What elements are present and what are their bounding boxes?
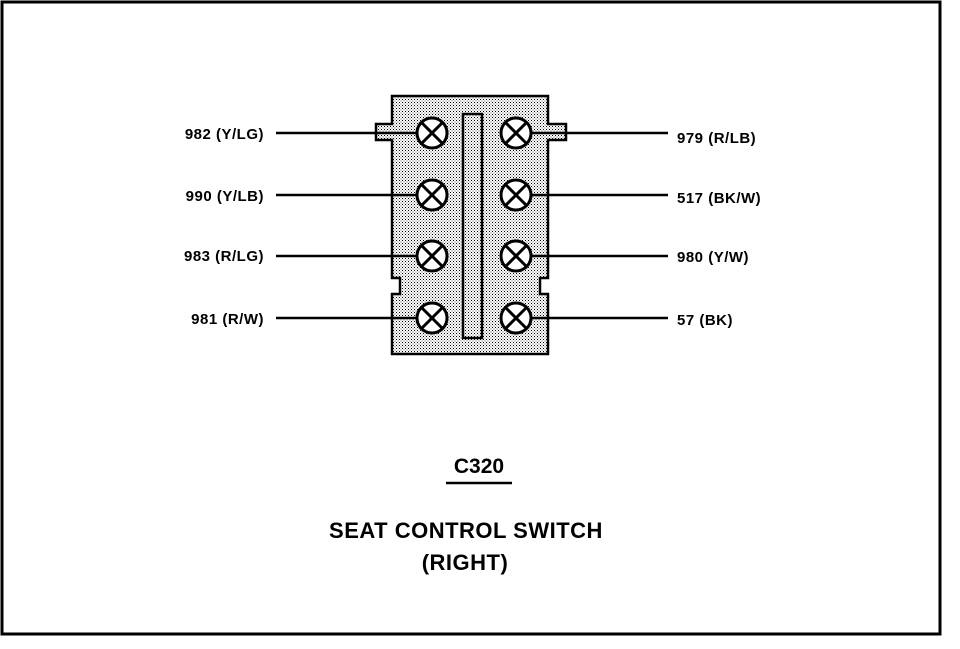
pin-left-1 [415, 116, 449, 150]
connector-key [461, 112, 484, 340]
connector-id: C320 [454, 455, 504, 478]
left-wire-label-4: 981 (R/W) [191, 311, 264, 328]
left-wire-label-3: 983 (R/LG) [184, 248, 264, 265]
right-wire-label-3: 980 (Y/W) [677, 249, 749, 266]
connector-subtitle: (RIGHT) [422, 550, 509, 575]
left-wire-label-2: 990 (Y/LB) [186, 188, 264, 205]
right-wire-label-4: 57 (BK) [677, 312, 733, 329]
connector-title: SEAT CONTROL SWITCH [329, 518, 603, 543]
pin-right-4 [499, 301, 533, 335]
right-wire-label-2: 517 (BK/W) [677, 190, 761, 207]
pin-left-4 [415, 301, 449, 335]
pin-right-2 [499, 178, 533, 212]
left-wire-label-1: 982 (Y/LG) [185, 126, 264, 143]
pin-right-1 [499, 116, 533, 150]
pin-right-3 [499, 239, 533, 273]
right-wire-label-1: 979 (R/LB) [677, 130, 756, 147]
pin-left-3 [415, 239, 449, 273]
pin-left-2 [415, 178, 449, 212]
